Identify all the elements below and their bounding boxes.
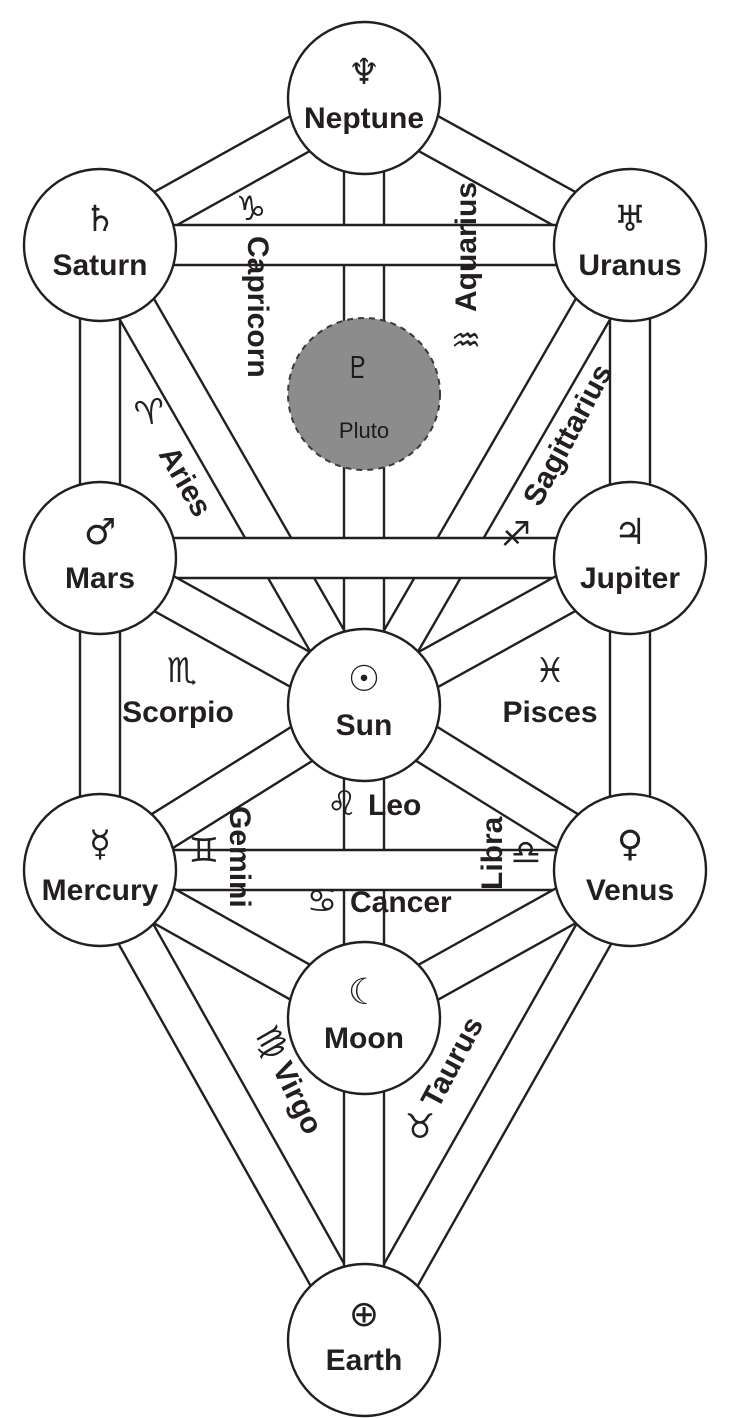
sphere-uranus: ♅ Uranus (552, 167, 708, 323)
sun-glyph-icon: ☉ (348, 659, 380, 700)
path-fill (100, 850, 630, 890)
path-mars-jupiter (100, 536, 630, 580)
leo-label: Leo (368, 789, 421, 822)
aquarius-label: Aquarius (450, 182, 483, 312)
leo-glyph-icon: ♌ (327, 784, 357, 824)
sagittarius-glyph-icon: ♐ (501, 515, 531, 555)
neptune-label: Neptune (304, 102, 424, 135)
moon-circle (286, 940, 442, 1096)
sphere-venus: ♀ Venus (552, 792, 708, 948)
path-saturn-uranus (100, 223, 630, 267)
path-edge (81, 254, 348, 716)
uranus-glyph-icon: ♅ (614, 199, 646, 240)
path-fill (100, 225, 630, 265)
venus-glyph-icon: ♀ (617, 824, 643, 865)
jupiter-circle (552, 480, 708, 636)
libra-label: Libra (476, 816, 509, 890)
saturn-circle (22, 167, 178, 323)
venus-label: Venus (586, 874, 674, 907)
sphere-moon: ☾ Moon (286, 940, 442, 1096)
scorpio-label: Scorpio (122, 696, 234, 729)
saturn-glyph-icon: ♄ (84, 199, 116, 240)
sphere-sun: ☉ Sun (286, 627, 442, 783)
pisces-label: Pisces (502, 696, 597, 729)
pisces-glyph-icon: ♓ (535, 651, 565, 691)
aquarius-glyph-icon: ♒ (451, 321, 481, 361)
moon-glyph-icon: ☾ (348, 972, 380, 1013)
sun-circle (286, 627, 442, 783)
cancer-label: Cancer (350, 886, 452, 919)
path-edge (345, 859, 614, 1331)
path-fill (80, 245, 120, 558)
pluto-sphere: ♇ Pluto (287, 317, 441, 471)
sphere-saturn: ♄ Saturn (22, 167, 178, 323)
pluto-circle (287, 317, 441, 471)
path-fill (346, 234, 648, 716)
pluto-glyph-icon: ♇ (345, 351, 372, 386)
mercury-glyph-icon: ☿ (89, 824, 111, 865)
venus-circle (552, 792, 708, 948)
jupiter-glyph-icon: ♃ (614, 512, 646, 553)
sphere-neptune: ♆ Neptune (286, 20, 442, 176)
scorpio-glyph-icon: ♏ (167, 651, 197, 691)
path-edge (116, 234, 383, 696)
mars-circle (22, 480, 178, 636)
path-fill (344, 1018, 384, 1340)
path-saturn-sun (81, 234, 383, 716)
gemini-glyph-icon: ♊ (189, 831, 219, 871)
moon-label: Moon (324, 1022, 404, 1055)
neptune-circle (286, 20, 442, 176)
cancer-glyph-icon: ♋ (307, 881, 337, 921)
gemini-label: Gemini (223, 806, 256, 908)
uranus-label: Uranus (578, 249, 681, 282)
mars-glyph-icon: ♂ (84, 512, 116, 553)
path-fill (100, 538, 630, 578)
earth-circle (286, 1262, 442, 1418)
path-fill (346, 860, 648, 1350)
aries-glyph-icon: ♈ (132, 391, 169, 436)
capricorn-glyph-icon: ♑ (236, 189, 266, 229)
path-mercury-venus (100, 848, 630, 892)
neptune-glyph-icon: ♆ (348, 52, 380, 93)
sphere-earth: ⊕ Earth (286, 1262, 442, 1418)
path-venus-earth (345, 859, 649, 1351)
path-fill (82, 860, 382, 1350)
path-edge (380, 254, 649, 716)
path-edge (116, 859, 383, 1331)
sphere-jupiter: ♃ Jupiter (552, 480, 708, 636)
mercury-circle (22, 792, 178, 948)
sun-label: Sun (336, 709, 393, 742)
path-mercury-earth (81, 859, 383, 1351)
path-fill (80, 558, 120, 870)
earth-label: Earth (326, 1344, 403, 1377)
path-fill (610, 245, 650, 558)
nodes-layer: ♆ Neptune ♄ Saturn ♅ Uranus ♂ Mars ♃ Jupiter ☉ Sun ☿… (22, 20, 708, 1418)
sphere-mars: ♂ Mars (22, 480, 178, 636)
uranus-circle (552, 167, 708, 323)
saturn-label: Saturn (52, 249, 147, 282)
taurus-glyph-icon: ♉ (405, 1107, 435, 1147)
path-fill (610, 558, 650, 870)
pluto-label: Pluto (339, 418, 389, 443)
mercury-label: Mercury (42, 874, 159, 907)
sphere-mercury: ☿ Mercury (22, 792, 178, 948)
path-edge (81, 879, 348, 1351)
path-fill (82, 235, 382, 715)
capricorn-label: Capricorn (241, 236, 274, 378)
path-edge (345, 234, 614, 696)
earth-glyph-icon: ⊕ (349, 1294, 379, 1335)
path-edge (380, 879, 649, 1351)
path-uranus-sun (345, 234, 649, 716)
libra-glyph-icon: ♎ (511, 833, 541, 873)
mars-label: Mars (65, 562, 135, 595)
jupiter-label: Jupiter (580, 562, 680, 595)
